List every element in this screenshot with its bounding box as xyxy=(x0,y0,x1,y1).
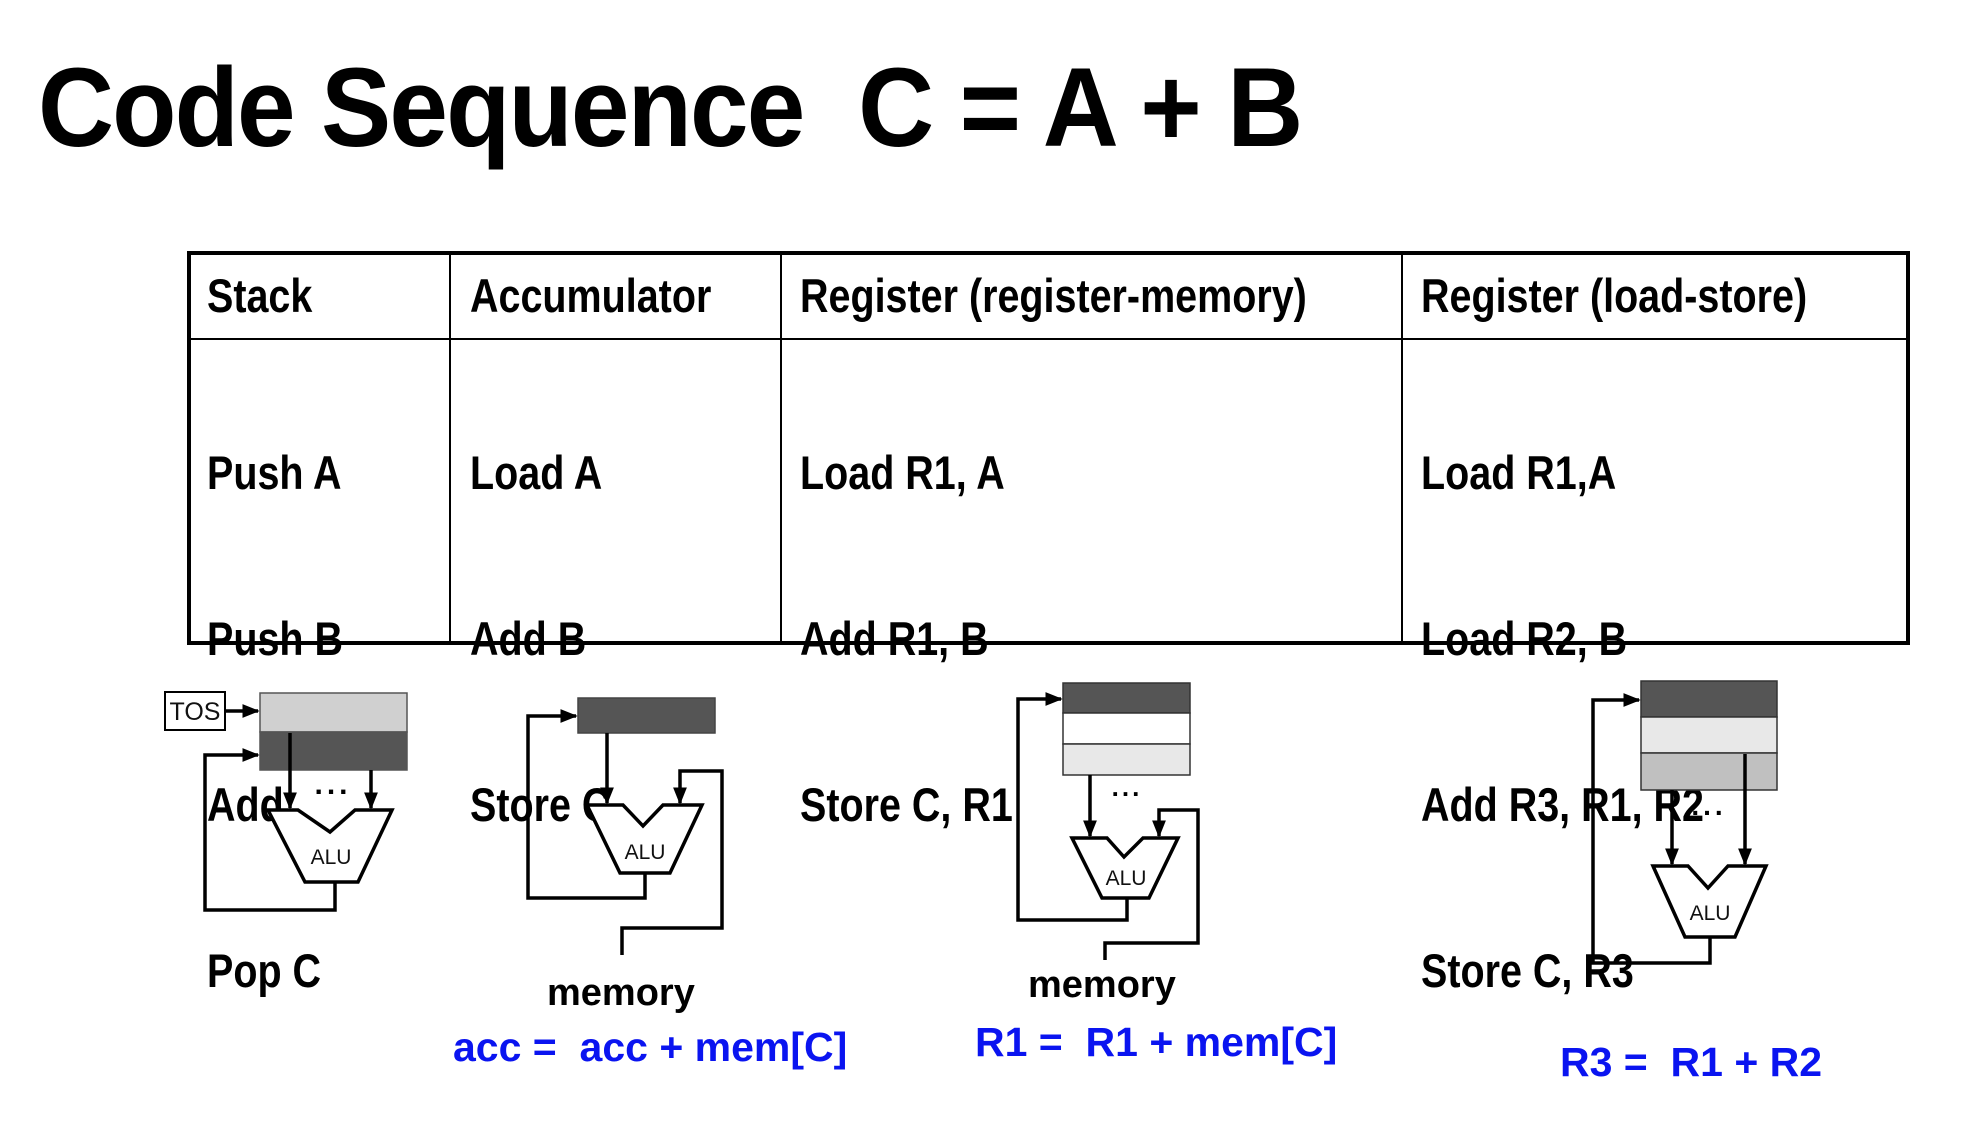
alu-label: ALU xyxy=(1690,902,1731,925)
alu-shape xyxy=(265,808,395,884)
accumulator-caption: acc = acc + mem[C] xyxy=(453,1024,848,1070)
instruction: Push A xyxy=(207,446,342,499)
load-store-diagram: ALU ... xyxy=(1591,680,1778,965)
column-divider xyxy=(449,255,451,641)
column-divider xyxy=(780,255,782,641)
column-divider xyxy=(1401,255,1403,641)
stack-diagram: TOS ALU ... xyxy=(164,691,408,912)
feedback-wire xyxy=(203,748,337,912)
stack-top-entry xyxy=(259,692,408,733)
instruction: Pop C xyxy=(207,944,322,997)
instruction: Store C, R1 xyxy=(800,778,1013,831)
column-accumulator: Load A Add B Store C xyxy=(470,355,610,947)
header-divider xyxy=(191,338,1906,340)
header-stack: Stack xyxy=(207,269,313,322)
slide-title: Code Sequence C = A + B xyxy=(38,45,1303,170)
memory-wire xyxy=(620,769,724,955)
instruction: Load A xyxy=(470,446,603,499)
column-register-memory: Load R1, A Add R1, B Store C, R1 xyxy=(800,355,1013,947)
instruction: Load R1, A xyxy=(800,446,1005,499)
header-accumulator: Accumulator xyxy=(470,269,712,322)
memory-wire xyxy=(1103,808,1200,960)
accumulator-diagram: ALU xyxy=(526,697,724,955)
instruction: Add R1, B xyxy=(800,612,989,665)
alu-label: ALU xyxy=(1106,867,1147,890)
code-sequence-table: Stack Accumulator Register (register-mem… xyxy=(187,251,1910,994)
register-entry xyxy=(1640,680,1778,718)
column-stack: Push A Push B Add Pop C xyxy=(207,355,343,1113)
alu-shape xyxy=(1650,864,1769,939)
alu-label: ALU xyxy=(311,846,352,869)
stack-second-entry xyxy=(259,731,408,771)
feedback-wire xyxy=(1016,692,1129,922)
instruction: Push B xyxy=(207,612,344,665)
load-store-caption: R3 = R1 + R2 xyxy=(1560,1039,1823,1085)
instruction: Load R2, B xyxy=(1421,612,1628,665)
instruction: Load R1,A xyxy=(1421,446,1617,499)
register-entry xyxy=(1062,712,1191,745)
ellipsis-icon: ... xyxy=(1112,772,1143,802)
header-load-store: Register (load-store) xyxy=(1421,269,1808,322)
alu-shape xyxy=(584,803,705,875)
register-memory-diagram: ALU ... xyxy=(1016,682,1200,960)
header-register-memory: Register (register-memory) xyxy=(800,269,1307,322)
feedback-wire xyxy=(526,709,647,900)
alu-label: ALU xyxy=(625,841,666,864)
register-entry xyxy=(1640,752,1778,791)
feedback-wire xyxy=(1591,693,1712,965)
register-memory-memory-label: memory xyxy=(1028,964,1176,1006)
register-entry xyxy=(1062,682,1191,714)
instruction: Add xyxy=(207,778,284,831)
accumulator-register xyxy=(577,697,716,734)
accumulator-memory-label: memory xyxy=(547,972,695,1014)
tos-label: TOS xyxy=(170,698,221,726)
register-entry xyxy=(1062,743,1191,776)
instruction: Add B xyxy=(470,612,587,665)
register-memory-caption: R1 = R1 + mem[C] xyxy=(975,1019,1338,1065)
ellipsis-icon: ... xyxy=(1691,790,1726,821)
register-entry xyxy=(1640,716,1778,754)
alu-shape xyxy=(1069,836,1181,900)
ellipsis-icon: ... xyxy=(314,768,351,801)
